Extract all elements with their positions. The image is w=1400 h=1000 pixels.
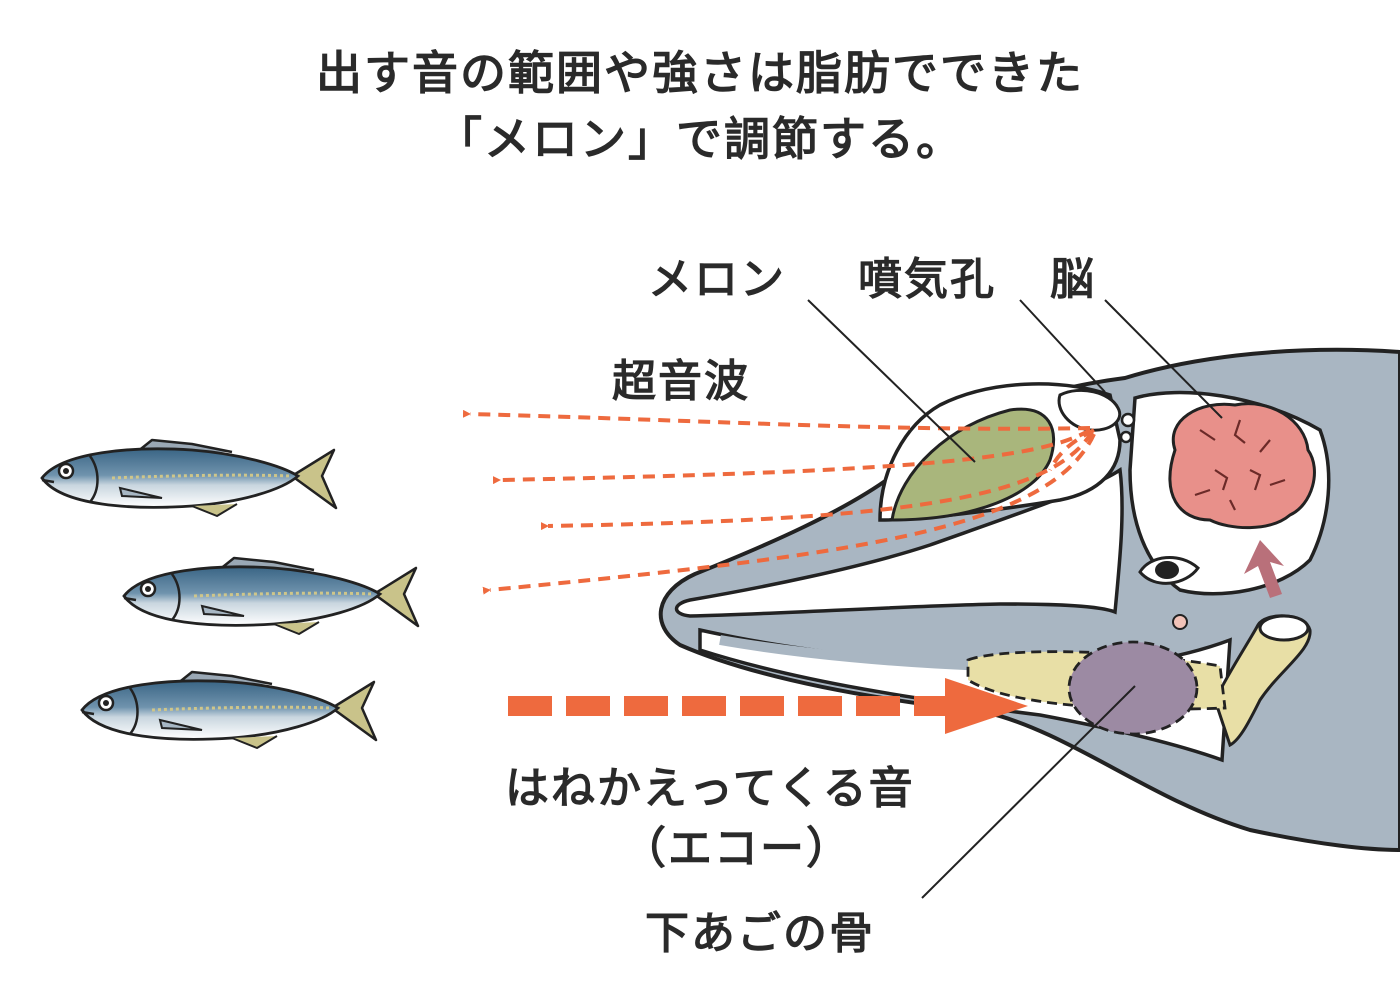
leader-lines [807,299,1223,899]
brain-arrow [1244,540,1284,598]
ear-bone [1213,614,1312,748]
label-lower-jaw: 下あごの骨 [645,908,875,959]
ultrasound-waves [462,409,1096,595]
label-blowhole: 噴気孔 [858,254,996,305]
blowhole [1057,388,1122,432]
title-line-1: 出す音の範囲や強さは脂肪でできた [316,46,1084,100]
label-melon: メロン [648,254,786,305]
melon [890,407,1056,522]
label-ultrasound: 超音波 [612,356,750,407]
fish-3 [80,670,378,750]
ultrasound-wave-2 [492,428,1092,485]
dolphin-eye [1138,555,1201,585]
title-block: 出す音の範囲や強さは脂肪でできた 「メロン」で調節する。 [0,40,1400,172]
fish-1 [40,438,338,518]
title-line-2: 「メロン」で調節する。 [436,112,964,166]
label-echo-paren: （エコー） [622,823,852,874]
fish-2 [122,556,420,636]
label-brain: 脳 [1050,254,1096,305]
ultrasound-wave-4 [482,433,1096,595]
ultrasound-wave-3 [540,430,1094,531]
upper-jaw-bone [674,466,1124,618]
brain [1168,402,1316,530]
echo-arrow [508,678,1028,734]
ultrasound-wave-1 [462,409,1091,431]
label-echo: はねかえってくる音 [505,763,915,814]
